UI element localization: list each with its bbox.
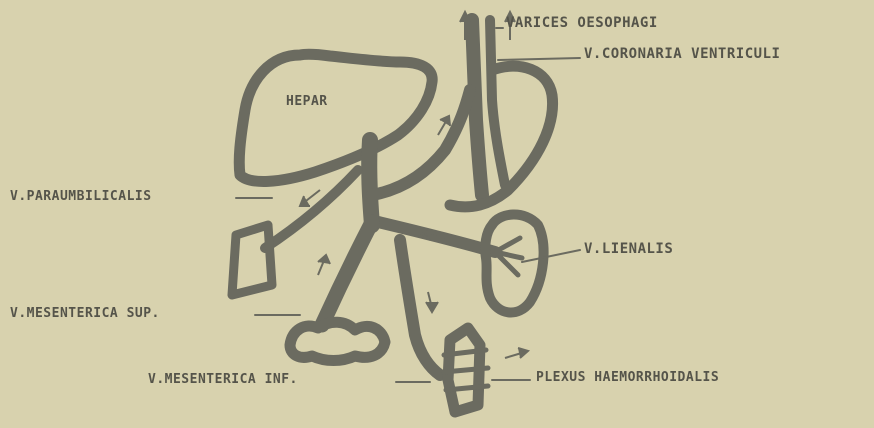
- label-varices-oesophagi: VARICES OESOPHAGI: [506, 15, 658, 31]
- label-v-lienalis: V.LIENALIS: [584, 241, 673, 257]
- leader-lienalis: [522, 250, 580, 262]
- esophagus-inner: [490, 20, 505, 185]
- arrow-mesenterica-sup: [318, 255, 330, 275]
- intestine: [290, 322, 385, 360]
- spleen: [485, 214, 543, 312]
- esophagus: [472, 20, 482, 195]
- umbilicus: [232, 225, 272, 295]
- lienalis-branches: [495, 238, 522, 275]
- v-mesenterica-sup-path: [322, 222, 372, 325]
- label-hepar: HEPAR: [286, 94, 328, 109]
- label-v-coronaria-ventriculi: V.CORONARIA VENTRICULI: [584, 46, 780, 62]
- arrow-mesenterica-inf: [426, 292, 438, 312]
- label-v-mesenterica-sup: V.MESENTERICA SUP.: [10, 306, 160, 321]
- label-plexus-haemorrhoidalis: PLEXUS HAEMORRHOIDALIS: [536, 370, 719, 385]
- leader-coronaria: [498, 58, 580, 60]
- label-v-paraumbilicalis: V.PARAUMBILICALIS: [10, 189, 152, 204]
- label-v-mesenterica-inf: V.MESENTERICA INF.: [148, 372, 298, 387]
- arrow-plexus: [505, 348, 528, 358]
- portal-trunk: [369, 140, 372, 225]
- liver-outline: [239, 54, 432, 181]
